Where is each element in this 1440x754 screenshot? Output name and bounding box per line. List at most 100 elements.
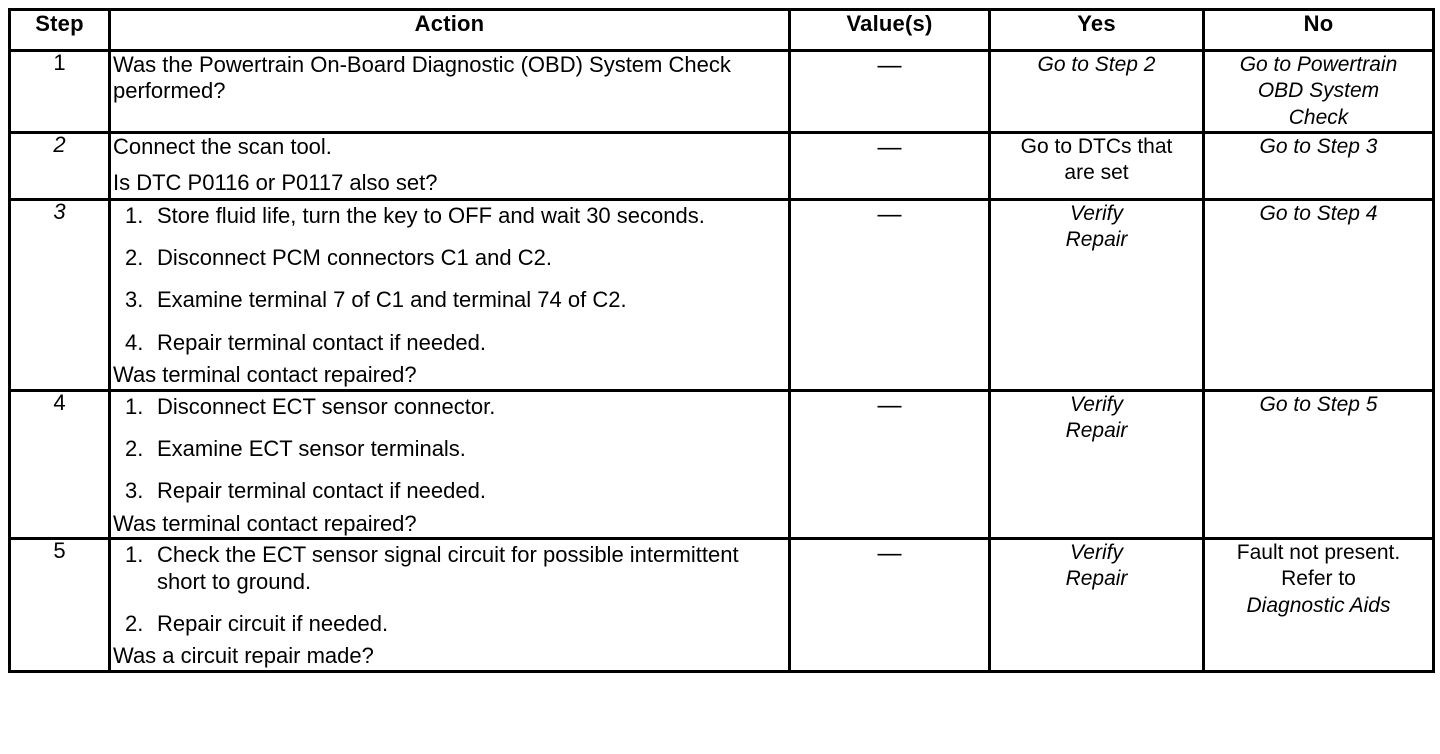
list-marker: 2. xyxy=(125,245,144,271)
yes-cell: Verify Repair xyxy=(988,388,1205,541)
list-marker: 4. xyxy=(125,329,144,355)
no-text-line-3: Diagnostic Aids xyxy=(1246,593,1391,617)
action-intro-text: Was the Powertrain On-Board Diagnostic (… xyxy=(113,52,731,103)
action-question-text: Was terminal contact repaired? xyxy=(113,510,417,536)
table-row: 5 1. Check the ECT sensor signal circuit… xyxy=(8,537,1435,673)
list-item-text: Repair circuit if needed. xyxy=(157,610,389,636)
value-text: — xyxy=(877,391,902,419)
step-number: 1 xyxy=(53,50,66,75)
value-cell: — xyxy=(788,49,991,134)
action-step-list: 1. Store fluid life, turn the key to OFF… xyxy=(111,203,788,357)
value-cell: — xyxy=(788,537,991,673)
value-cell: — xyxy=(788,197,991,392)
column-header-step: Step xyxy=(8,8,111,52)
no-text-line-1: Go to Step 3 xyxy=(1259,134,1378,158)
list-item: 1. Disconnect ECT sensor connector. xyxy=(111,394,788,420)
table-row: 3 1. Store fluid life, turn the key to O… xyxy=(8,197,1435,392)
list-marker: 2. xyxy=(125,436,144,461)
yes-cell: Go to Step 2 xyxy=(988,49,1205,134)
table-header: Step Action Value(s) Yes No xyxy=(8,8,1435,52)
action-cell: 1. Store fluid life, turn the key to OFF… xyxy=(108,197,791,392)
action-step-list: 1. Disconnect ECT sensor connector. 2. E… xyxy=(111,394,788,505)
yes-cell: Verify Repair xyxy=(988,537,1205,673)
value-cell: — xyxy=(788,388,991,541)
step-number-cell: 4 xyxy=(8,388,111,541)
list-item-text: Check the ECT sensor signal circuit for … xyxy=(157,542,739,594)
list-item-text: Examine ECT sensor terminals. xyxy=(157,436,466,461)
list-item: 3. Examine terminal 7 of C1 and terminal… xyxy=(111,287,788,313)
yes-text-line-1: Go to Step 2 xyxy=(1037,53,1156,76)
column-header-action: Action xyxy=(108,8,791,52)
list-item: 4. Repair terminal contact if needed. xyxy=(111,330,788,356)
value-text: — xyxy=(877,200,902,228)
step-number: 3 xyxy=(53,198,66,224)
column-header-value: Value(s) xyxy=(788,8,991,52)
yes-text-line-2: Repair xyxy=(1065,567,1128,591)
action-cell: Connect the scan tool. Is DTC P0116 or P… xyxy=(108,130,791,201)
value-cell: — xyxy=(788,130,991,201)
list-marker: 1. xyxy=(125,393,144,419)
no-text-line-2: Refer to xyxy=(1281,567,1356,591)
list-marker: 2. xyxy=(125,610,144,636)
no-cell: Fault not present. Refer to Diagnostic A… xyxy=(1202,537,1435,673)
value-text: — xyxy=(877,540,902,568)
no-cell: Go to Powertrain OBD System Check xyxy=(1202,49,1435,134)
step-number-cell: 3 xyxy=(8,197,111,392)
header-row: Step Action Value(s) Yes No xyxy=(8,8,1435,52)
list-marker: 3. xyxy=(125,478,144,504)
list-item-text: Store fluid life, turn the key to OFF an… xyxy=(157,202,705,228)
list-item: 1. Check the ECT sensor signal circuit f… xyxy=(111,542,788,595)
step-number-cell: 2 xyxy=(8,130,111,201)
list-item-text: Disconnect ECT sensor connector. xyxy=(157,393,496,419)
action-question-text: Was a circuit repair made? xyxy=(113,643,374,669)
yes-text-line-2: are set xyxy=(1064,161,1129,184)
list-item: 2. Disconnect PCM connectors C1 and C2. xyxy=(111,245,788,271)
action-cell: Was the Powertrain On-Board Diagnostic (… xyxy=(108,49,791,134)
yes-text-line-2: Repair xyxy=(1065,418,1128,442)
step-number: 2 xyxy=(53,131,66,157)
list-item-text: Repair terminal contact if needed. xyxy=(157,478,486,504)
table-body: 1 Was the Powertrain On-Board Diagnostic… xyxy=(8,49,1435,673)
step-number: 5 xyxy=(53,538,66,564)
yes-text-line-2: Repair xyxy=(1065,227,1128,251)
column-header-yes: Yes xyxy=(988,8,1205,52)
action-question-text: Was terminal contact repaired? xyxy=(113,362,417,388)
list-item: 2. Repair circuit if needed. xyxy=(111,611,788,637)
yes-text-line-1: Verify xyxy=(1070,392,1123,416)
value-text: — xyxy=(877,133,902,161)
list-marker: 3. xyxy=(125,287,144,313)
no-text-line-1: Go to Step 5 xyxy=(1259,392,1378,416)
step-number: 4 xyxy=(53,389,66,415)
list-item: 3. Repair terminal contact if needed. xyxy=(111,478,788,504)
no-text-line-2: OBD System xyxy=(1257,79,1380,103)
action-cell: 1. Check the ECT sensor signal circuit f… xyxy=(108,537,791,673)
list-marker: 1. xyxy=(125,202,144,228)
list-item-text: Examine terminal 7 of C1 and terminal 74… xyxy=(157,287,627,313)
no-text-line-3: Check xyxy=(1288,105,1349,129)
no-cell: Go to Step 3 xyxy=(1202,130,1435,201)
list-item-text: Disconnect PCM connectors C1 and C2. xyxy=(157,245,552,271)
diagnostic-procedure-table: Step Action Value(s) Yes No 1 Was the Po… xyxy=(8,8,1435,673)
yes-text-line-1: Verify xyxy=(1070,541,1123,565)
list-item: 2. Examine ECT sensor terminals. xyxy=(111,436,788,462)
action-step-list: 1. Check the ECT sensor signal circuit f… xyxy=(111,542,788,637)
table-row: 1 Was the Powertrain On-Board Diagnostic… xyxy=(8,49,1435,134)
action-question-text: Is DTC P0116 or P0117 also set? xyxy=(113,169,438,195)
step-number-cell: 5 xyxy=(8,537,111,673)
column-header-no: No xyxy=(1202,8,1435,52)
table-row: 2 Connect the scan tool. Is DTC P0116 or… xyxy=(8,130,1435,201)
yes-text-line-1: Verify xyxy=(1070,201,1123,225)
yes-text-line-1: Go to DTCs that xyxy=(1020,134,1173,158)
value-text: — xyxy=(877,52,902,79)
list-item-text: Repair terminal contact if needed. xyxy=(157,329,486,355)
action-cell: 1. Disconnect ECT sensor connector. 2. E… xyxy=(108,388,791,541)
list-marker: 1. xyxy=(125,542,144,568)
yes-cell: Verify Repair xyxy=(988,197,1205,392)
action-intro-text: Connect the scan tool. xyxy=(113,133,332,159)
step-number-cell: 1 xyxy=(8,49,111,134)
no-cell: Go to Step 5 xyxy=(1202,388,1435,541)
yes-cell: Go to DTCs that are set xyxy=(988,130,1205,201)
table-row: 4 1. Disconnect ECT sensor connector. 2.… xyxy=(8,388,1435,541)
list-item: 1. Store fluid life, turn the key to OFF… xyxy=(111,203,788,229)
